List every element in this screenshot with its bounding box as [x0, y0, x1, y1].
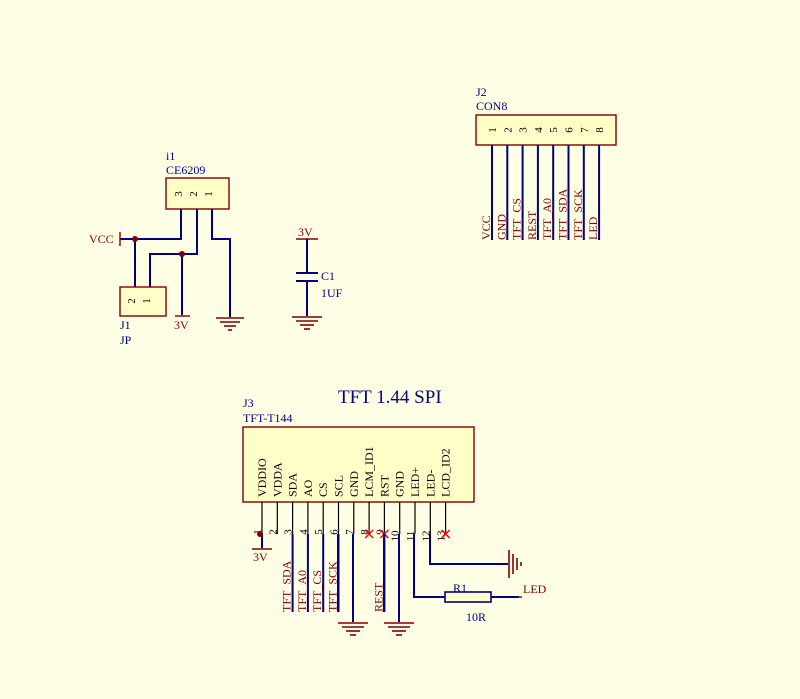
j2-net-6: TFT_SDA — [556, 188, 570, 240]
ground-symbol-i1 — [216, 317, 244, 331]
j2-net-2: GND — [494, 214, 508, 240]
j2-net-4: REST — [525, 210, 539, 240]
junction-3v — [179, 251, 185, 257]
j1-pin-2: 2 — [126, 298, 138, 304]
j2-pin-3: 3 — [518, 127, 530, 133]
j3-pin-9: 9 — [374, 529, 386, 535]
j3-wiring: 3V — [252, 531, 508, 622]
3v-label-j3: 3V — [253, 550, 268, 564]
j3-pin-name-8: LCM_ID1 — [362, 446, 376, 497]
j2-pin-7: 7 — [579, 127, 591, 133]
j3-pin-name-9: RST — [377, 474, 391, 497]
wire-i1-pin3-vcc — [120, 209, 182, 240]
j3-pin-5: 5 — [313, 529, 325, 535]
component-i1[interactable]: i1 CE6209 3 2 1 — [165, 149, 230, 210]
j3-pin-name-6: SCL — [332, 475, 346, 497]
j3-pin-name-10: GND — [393, 471, 407, 497]
component-j1[interactable]: 2 1 J1 JP — [119, 286, 167, 347]
ground-symbol-j3-b — [384, 622, 414, 636]
j3-designator: J3 — [243, 396, 254, 410]
j3-net-4: TFT_A0 — [295, 570, 309, 612]
ground-symbol-c1 — [292, 316, 322, 330]
r1-value: 10R — [466, 610, 486, 624]
j3-noconnect-8 — [364, 529, 374, 539]
component-c1[interactable]: 3V C1 1UF — [296, 225, 343, 316]
j3-value: TFT-T144 — [243, 411, 293, 425]
ground-symbol-j3-a — [338, 622, 368, 636]
j2-body — [475, 114, 617, 146]
j2-pin-5: 5 — [548, 127, 560, 133]
j2-pin-2: 2 — [502, 127, 514, 133]
j3-pin-12: 12 — [420, 531, 432, 542]
j2-designator: J2 — [476, 85, 487, 99]
wire-i1-pin2-j1 — [149, 209, 198, 287]
junction-vcc — [132, 236, 138, 242]
j3-pin-2: 2 — [267, 529, 279, 535]
j3-pin-10: 10 — [390, 530, 402, 542]
j3-pin-name-3: SDA — [286, 473, 300, 497]
j3-pin-name-1: VDDIO — [255, 458, 269, 497]
j3-title: TFT 1.44 SPI — [338, 387, 442, 408]
j3-pin-8: 8 — [359, 529, 371, 535]
3v-label-j1: 3V — [174, 318, 189, 332]
j3-pin-name-4: AO — [301, 479, 315, 497]
c1-value: 1UF — [321, 286, 343, 300]
j3-pin-name-11: LED+ — [408, 467, 422, 497]
j3-net-9: REST — [371, 582, 385, 612]
j3-pin-13: 13 — [436, 530, 448, 542]
j3-pin-3: 3 — [283, 529, 295, 535]
i1-pin-3: 3 — [173, 191, 185, 197]
j3-pin-name-7: GND — [347, 471, 361, 497]
component-r1[interactable]: R1 10R LED — [444, 581, 547, 624]
i1-body — [165, 177, 230, 210]
wire-i1-pin1-gnd — [211, 209, 231, 317]
j3-body — [242, 426, 475, 503]
j3-net-6: TFT_SCK — [326, 561, 340, 612]
i1-designator: i1 — [166, 149, 175, 163]
j3-net-3: TFT_SDA — [280, 560, 294, 612]
j2-net-5: TFT_A0 — [540, 198, 554, 240]
vcc-label: VCC — [89, 232, 114, 246]
i1-pin-2: 2 — [188, 191, 200, 197]
i1-value: CE6209 — [166, 163, 205, 177]
j2-pin-1: 1 — [487, 127, 499, 133]
c1-designator: C1 — [321, 269, 335, 283]
j3-pin-name-5: CS — [316, 482, 330, 497]
power-3v-j1: 3V — [174, 315, 190, 332]
component-j3[interactable]: TFT 1.44 SPI J3 TFT-T144 VDDIO1VDDA2SDA3… — [242, 387, 475, 612]
j3-pin-name-13: LCD_ID2 — [439, 448, 453, 497]
j1-body — [119, 286, 167, 317]
j3-pin-7: 7 — [344, 529, 356, 535]
j2-value: CON8 — [476, 99, 507, 113]
3v-label-c1: 3V — [298, 225, 313, 239]
ground-symbol-j3-c — [508, 550, 522, 578]
j2-pin-8: 8 — [594, 127, 606, 133]
j1-value: JP — [120, 333, 132, 347]
junction-j3-3v — [257, 531, 263, 537]
j3-pin-11: 11 — [405, 531, 417, 542]
j2-net-7: TFT_SCK — [571, 189, 585, 240]
j2-pin-4: 4 — [533, 127, 545, 133]
j3-noconnect-13 — [441, 529, 451, 539]
j2-net-8: LED — [586, 216, 600, 240]
j2-net-1: VCC — [479, 215, 493, 240]
j3-net-5: TFT_CS — [310, 570, 324, 612]
j2-net-3: TFT_CS — [510, 198, 524, 240]
j3-pin-name-2: VDDA — [270, 462, 284, 497]
j2-pin-6: 6 — [564, 127, 576, 133]
j3-pin-name-12: LED- — [423, 470, 437, 497]
j3-pin-6: 6 — [329, 529, 341, 535]
vcc-port: VCC — [89, 232, 121, 246]
r1-body — [444, 591, 492, 603]
led-label: LED — [523, 582, 547, 596]
i1-wiring — [120, 209, 231, 317]
j3-pin-4: 4 — [298, 529, 310, 535]
j1-designator: J1 — [120, 318, 131, 332]
j1-pin-1: 1 — [141, 298, 153, 304]
i1-pin-1: 1 — [203, 191, 215, 197]
